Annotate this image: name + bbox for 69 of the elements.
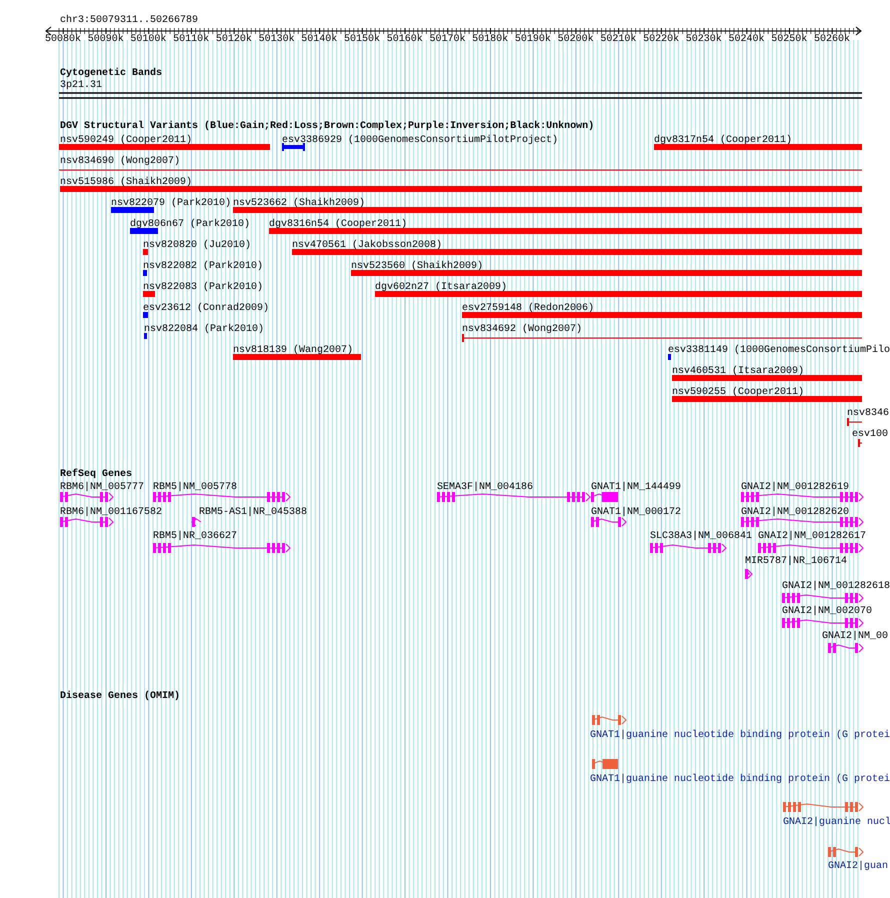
- gene-label: GNAI2|NM_00: [822, 631, 888, 642]
- gene-label: GNAT1|NM_144499: [591, 482, 682, 493]
- disease-gene-label: GNAI2|guan: [828, 861, 888, 872]
- gene-label: GNAI2|NM_001282618: [782, 581, 890, 592]
- tick-label: 50250k: [771, 34, 808, 45]
- track-title: Cytogenetic Bands: [60, 68, 162, 79]
- gene-label: SEMA3F|NM_004186: [437, 482, 534, 493]
- variant-label: nsv818139 (Wang2007): [233, 345, 354, 356]
- variant-label: nsv590255 (Cooper2011): [672, 387, 804, 398]
- gene-label: GNAI2|NM_002070: [782, 606, 872, 617]
- variant-label: esv3381149 (1000GenomesConsortiumPilo: [668, 345, 890, 356]
- variant-label: nsv822084 (Park2010): [144, 324, 264, 335]
- gene-label: GNAI2|NM_001282617: [758, 531, 866, 542]
- variant-label: dgv806n67 (Park2010): [130, 219, 250, 230]
- tick-label: 50170k: [429, 34, 466, 45]
- coordinate-text: chr3:50079311..50266789: [60, 15, 198, 26]
- track-title: DGV Structural Variants (Blue:Gain;Red:Loss;Brown:Complex;Purple:Inversion;Black:Unknown): [60, 121, 594, 132]
- gene-label: SLC38A3|NM_006841: [650, 531, 752, 542]
- tick-label: 50090k: [88, 34, 124, 45]
- variant-label: nsv590249 (Cooper2011): [60, 135, 192, 146]
- tick-label: 50120k: [216, 34, 252, 45]
- tick-label: 50100k: [130, 34, 166, 45]
- gene-label: MIR5787|NR_106714: [745, 556, 848, 567]
- tick-label: 50130k: [258, 34, 295, 45]
- track-title: RefSeq Genes: [60, 469, 132, 480]
- variant-label: dgv8317n54 (Cooper2011): [654, 135, 792, 146]
- disease-gene-label: GNAT1|guanine nucleotide binding protein (G protei: [590, 730, 890, 741]
- tick-label: 50160k: [386, 34, 423, 45]
- gene-label: GNAI2|NM_001282620: [741, 507, 850, 518]
- gene-label: RBM5-AS1|NR_045388: [199, 507, 308, 518]
- variant-label: nsv523662 (Shaikh2009): [233, 198, 366, 209]
- tick-label: 50080k: [45, 34, 81, 45]
- variant-label: dgv8316n54 (Cooper2011): [269, 219, 408, 230]
- gene-label: RBM5|NR_036627: [153, 531, 238, 542]
- variant-label: nsv822082 (Park2010): [143, 261, 264, 272]
- tick-label: 50190k: [514, 34, 551, 45]
- variant-label: nsv523560 (Shaikh2009): [351, 261, 484, 272]
- tick-label: 50220k: [643, 34, 680, 45]
- variant-label: nsv470561 (Jakobsson2008): [292, 240, 442, 251]
- variant-label: esv23612 (Conrad2009): [143, 303, 270, 314]
- tick-label: 50110k: [173, 34, 210, 45]
- tick-label: 50210k: [600, 34, 636, 45]
- tick-label: 50260k: [814, 34, 850, 45]
- tick-label: 50140k: [301, 34, 338, 45]
- variant-label: esv100: [852, 429, 888, 440]
- variant-label: nsv460531 (Itsara2009): [672, 366, 804, 377]
- disease-gene-label: GNAT1|guanine nucleotide binding protein (G protei: [590, 774, 890, 785]
- variant-label: nsv822083 (Park2010): [143, 282, 264, 293]
- variant-label: nsv515986 (Shaikh2009): [60, 177, 192, 188]
- variant-label: nsv834690 (Wong2007): [60, 156, 180, 167]
- gene-label: GNAT1|NM_000172: [591, 507, 682, 518]
- tick-label: 50200k: [558, 34, 594, 45]
- variant-label: esv2759148 (Redon2006): [462, 303, 594, 314]
- variant-label: esv3386929 (1000GenomesConsortiumPilotProject): [282, 135, 558, 146]
- variant-label: dgv602n27 (Itsara2009): [375, 282, 508, 293]
- variant-label: nsv834692 (Wong2007): [462, 324, 582, 335]
- gene-label: GNAI2|NM_001282619: [741, 482, 850, 493]
- band-name: 3p21.31: [60, 80, 102, 91]
- track-title: Disease Genes (OMIM): [60, 691, 180, 702]
- variant-label: nsv822079 (Park2010): [111, 198, 232, 209]
- tick-label: 50240k: [728, 34, 765, 45]
- gene-label: RBM5|NM_005778: [153, 482, 238, 493]
- gene-label: RBM6|NM_005777: [60, 482, 144, 493]
- gene-label: RBM6|NM_001167582: [60, 507, 162, 518]
- tick-label: 50150k: [344, 34, 380, 45]
- tick-label: 50180k: [472, 34, 508, 45]
- tick-label: 50230k: [686, 34, 722, 45]
- variant-label: nsv820820 (Ju2010): [143, 240, 252, 251]
- variant-label: nsv8346: [847, 408, 890, 419]
